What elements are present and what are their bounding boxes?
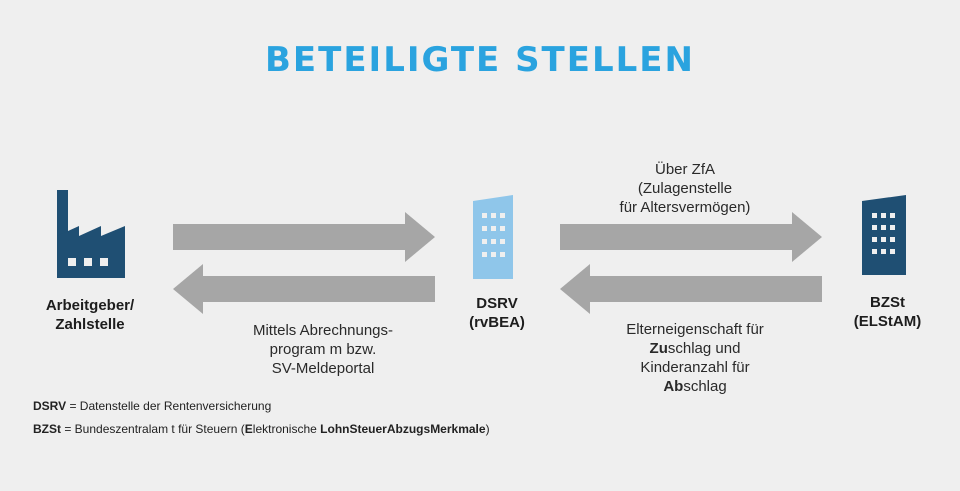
arrow-right-employer-to-dsrv [173,212,435,262]
arrow-right-dsrv-to-bzst [560,212,822,262]
program-caption: Mittels Abrechnungs- program m bzw. SV-M… [252,322,394,377]
arrow-left-dsrv-to-employer [173,264,435,314]
bzst-label: BZSt (ELStAM) [853,294,922,330]
factory-icon [55,190,131,278]
zfa-caption: Über ZfA (Zulagenstelle für Altersvermög… [619,161,751,216]
building-icon [858,195,914,275]
building-icon [473,195,521,279]
legend-bzst: BZSt = Bundeszentralam t für Steuern (El… [33,422,490,436]
employer-label: Arbeitgeber/ Zahlstelle [45,297,135,333]
arrow-left-bzst-to-dsrv [560,264,822,314]
dsrv-label: DSRV (rvBEA) [469,295,525,331]
page-title: BETEILIGTE STELLEN [264,40,695,80]
parent-caption: Elterneigenschaft für Zuschlag und Kinde… [626,321,764,395]
legend-dsrv: DSRV = Datenstelle der Rentenversicherun… [33,399,272,413]
